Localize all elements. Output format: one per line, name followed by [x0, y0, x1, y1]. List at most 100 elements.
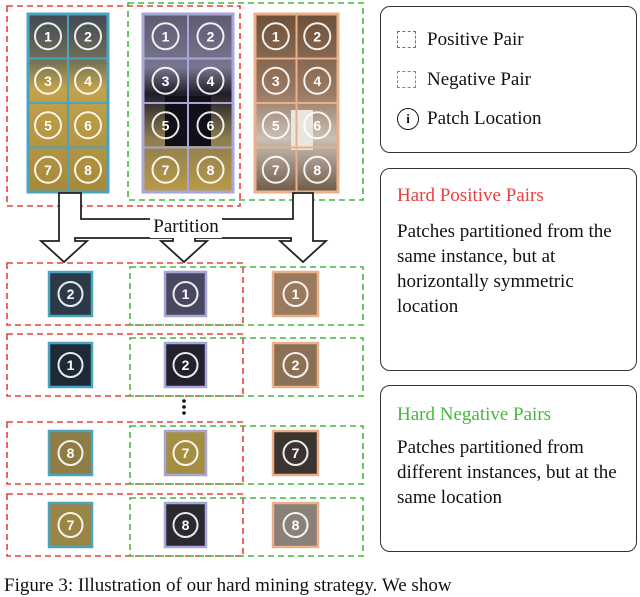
patch-c-5-circle [261, 111, 290, 140]
patch-b-3-circle [151, 66, 180, 95]
positive-pair-box [6, 421, 244, 485]
negative-pair-box [129, 266, 364, 326]
patch-a-6-number: 6 [84, 117, 92, 133]
figure-caption: Figure 3: Illustration of our hard minin… [4, 575, 452, 596]
patch-a-8-circle [74, 155, 102, 184]
patch-a-2-circle [74, 22, 102, 51]
patch-b-8-circle [196, 155, 225, 184]
ellipsis-dot [182, 405, 186, 409]
patch-b-label-number: 7 [182, 445, 190, 461]
patch-c [271, 429, 320, 477]
negative-pair-box [129, 497, 364, 557]
ellipsis-dot [182, 399, 186, 403]
patch-c-8-number: 8 [313, 162, 321, 178]
patch-b [163, 341, 208, 389]
positive-swatch [397, 31, 416, 48]
positive-pair-box [6, 493, 244, 557]
patch-a-label-circle [57, 352, 84, 378]
patch-c-label-circle [282, 281, 309, 307]
negative-pair-box [129, 337, 364, 397]
hard-negative-description: Patches partitioned from different insta… [397, 437, 617, 508]
patch-c-5-number: 5 [272, 117, 280, 133]
patch-location-icon: i [397, 108, 419, 130]
negative-pair-box [129, 425, 364, 485]
hard-positive-box: Hard Positive Pairs Patches partitioned … [380, 168, 637, 371]
patch-b-label-circle [172, 512, 199, 538]
patch-a-label-number: 7 [67, 517, 75, 533]
patch-a [47, 270, 94, 318]
negative-swatch [397, 71, 416, 88]
patch-a-7-circle [34, 155, 62, 184]
patch-c [271, 501, 320, 549]
patch-c-4-circle [303, 66, 332, 95]
positive-pair-box-top [6, 5, 241, 207]
legend-negative-label: Negative Pair [427, 69, 531, 90]
patch-b-label-circle [172, 440, 199, 466]
legend-patch-label: Patch Location [427, 108, 542, 129]
patch-a-4-circle [74, 66, 102, 95]
patch-b-1-number: 1 [162, 28, 170, 44]
hard-negative-box: Hard Negative Pairs Patches partitioned … [380, 385, 637, 552]
patch-b-4-number: 4 [207, 73, 215, 89]
patch-a-7-number: 7 [44, 162, 52, 178]
patch-b-label-circle [172, 352, 199, 378]
patch-b [163, 429, 208, 477]
patch-b-label-number: 1 [182, 286, 190, 302]
ellipsis-dot [182, 411, 186, 415]
hard-positive-description: Patches partitioned from the same instan… [397, 221, 612, 317]
patch-b-2-circle [196, 22, 225, 51]
patch-a-label-number: 8 [67, 445, 75, 461]
patch-c-label-circle [282, 512, 309, 538]
patch-c-8-circle [303, 155, 332, 184]
patch-a-1-circle [34, 22, 62, 51]
patch-c-6-circle [303, 111, 332, 140]
patch-b-6-circle [196, 111, 225, 140]
patch-a-8-number: 8 [84, 162, 92, 178]
patch-a-label-number: 1 [67, 357, 75, 373]
patch-b-4-circle [196, 66, 225, 95]
patch-a-5-circle [34, 111, 62, 140]
negative-pair-box-top [127, 2, 364, 201]
patch-c-4-number: 4 [313, 73, 321, 89]
patch-b [163, 270, 208, 318]
patch-a [47, 501, 94, 549]
patch-c-7-circle [261, 155, 290, 184]
patch-b-1-circle [151, 22, 180, 51]
hard-positive-title: Hard Positive Pairs [397, 185, 544, 206]
light-region [291, 110, 313, 150]
patch-a-3-circle [34, 66, 62, 95]
patch-c-3-number: 3 [272, 73, 280, 89]
patch-a-2-number: 2 [84, 28, 92, 44]
patch-c [271, 270, 320, 318]
positive-pair-box [6, 333, 244, 397]
patch-c-2-circle [303, 22, 332, 51]
patch-b-label-number: 2 [182, 357, 190, 373]
patch-b-8-number: 8 [207, 162, 215, 178]
patch-row-2: 1 2 2 [6, 333, 364, 397]
patch-c-label-number: 8 [292, 517, 300, 533]
patch-c-1-circle [261, 22, 290, 51]
patch-b-3-number: 3 [162, 73, 170, 89]
patch-b-5-number: 5 [162, 117, 170, 133]
patch-a-1-number: 1 [44, 28, 52, 44]
ellipsis-dots [182, 399, 186, 415]
patch-b-7-circle [151, 155, 180, 184]
positive-pair-box [6, 262, 244, 326]
patch-a [47, 341, 94, 389]
patch-c-1-number: 1 [272, 28, 280, 44]
patch-c-label-number: 2 [292, 357, 300, 373]
patch-b-6-number: 6 [207, 117, 215, 133]
patch-c-label-circle [282, 440, 309, 466]
hard-negative-title: Hard Negative Pairs [397, 404, 552, 425]
patch-c-6-number: 6 [313, 117, 321, 133]
legend-positive-label: Positive Pair [427, 29, 524, 50]
patch-b-2-number: 2 [207, 28, 215, 44]
patch-a-label-circle [57, 281, 84, 307]
patch-c-label-number: 1 [292, 286, 300, 302]
patch-a [47, 429, 94, 477]
